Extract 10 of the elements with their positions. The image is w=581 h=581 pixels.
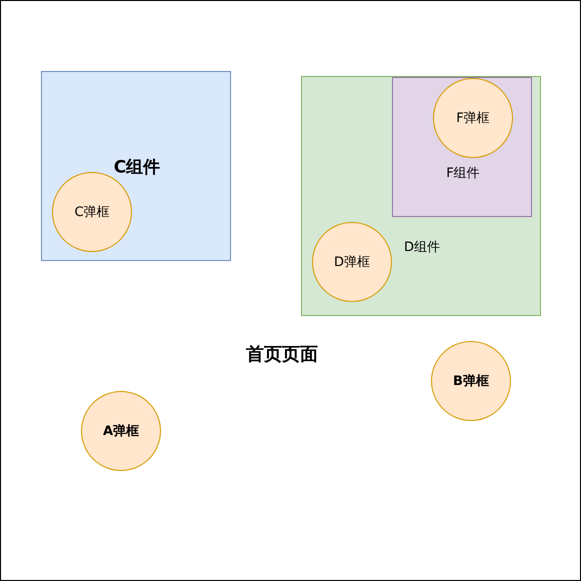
component-label: F组件	[446, 165, 480, 182]
popup-circle: B弹框	[431, 341, 511, 421]
component-label: D组件	[404, 239, 440, 256]
popup-circle: F弹框	[433, 78, 513, 158]
popup-circle: A弹框	[81, 391, 161, 471]
component-box	[301, 76, 541, 316]
component-box	[392, 77, 532, 217]
page-title: 首页页面	[246, 343, 318, 366]
component-box	[41, 71, 231, 261]
popup-circle: D弹框	[312, 222, 392, 302]
